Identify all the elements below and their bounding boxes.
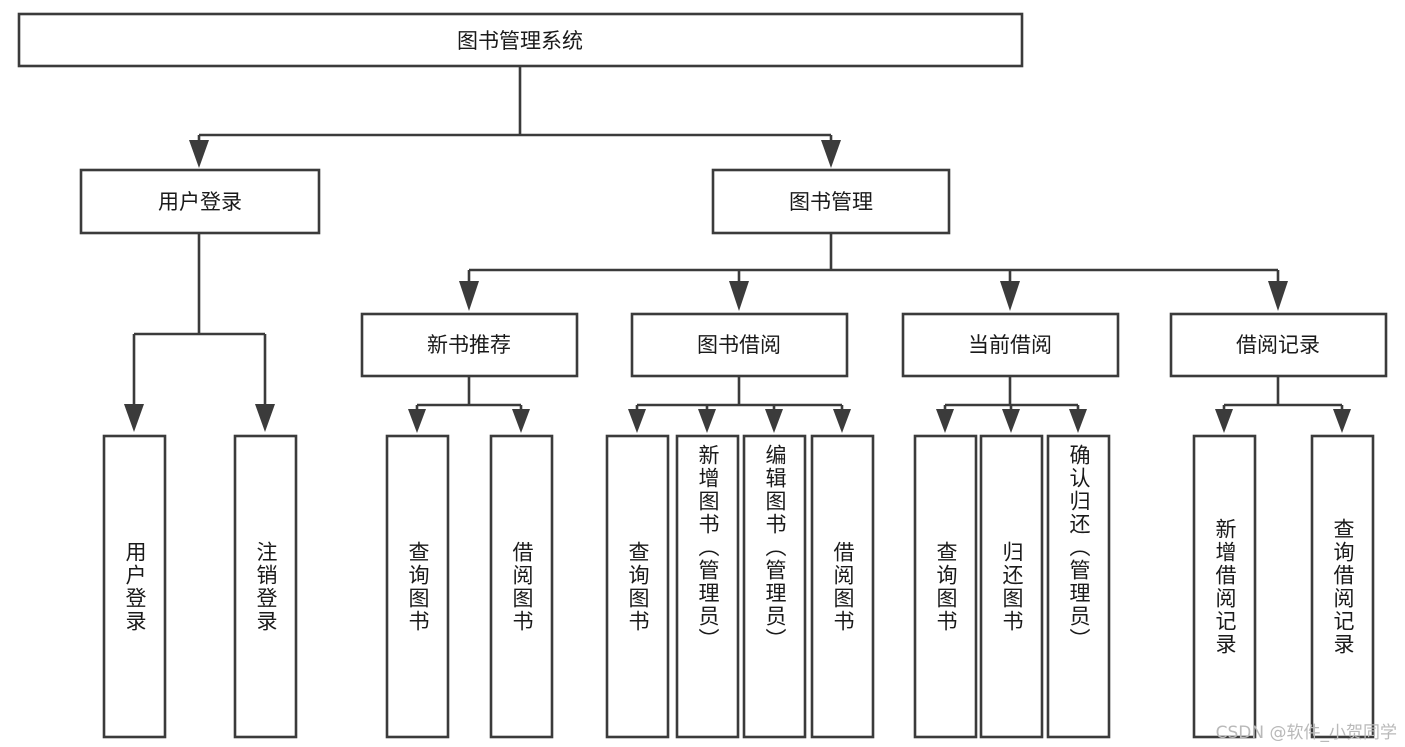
arrowhead-borrow-record	[1268, 281, 1288, 311]
node-box-layer	[17, 12, 1388, 739]
node-borrow-record[interactable]	[1169, 312, 1388, 378]
leaf-box-book-borrow-0[interactable]	[605, 434, 670, 739]
leaf-box-book-borrow-1[interactable]	[675, 434, 740, 739]
node-book-management[interactable]	[711, 168, 951, 235]
arrowhead-br-leaf-1	[1215, 409, 1233, 433]
leaf-box-current-borrow-2[interactable]	[1046, 434, 1111, 739]
label-current-borrow: 当前借阅	[968, 333, 1052, 357]
leaf-box-new-book-0[interactable]	[385, 434, 450, 739]
arrowhead-cb-leaf-1	[936, 409, 954, 433]
arrowhead-bb-leaf-2	[698, 409, 716, 433]
leaf-box-new-book-1[interactable]	[489, 434, 554, 739]
leaf-box-borrow-record-0[interactable]	[1192, 434, 1257, 739]
label-book-management: 图书管理	[789, 190, 873, 214]
horizontal-label-layer: 图书管理系统 用户登录 图书管理 新书推荐 图书借阅 当前借阅 借阅记录	[158, 29, 1320, 357]
arrowhead-cb-leaf-3	[1069, 409, 1087, 433]
connector-layer	[124, 66, 1351, 433]
arrowhead-cb-leaf-2	[1002, 409, 1020, 433]
leaf-box-borrow-record-1[interactable]	[1310, 434, 1375, 739]
leaf-box-book-borrow-3[interactable]	[810, 434, 875, 739]
arrowhead-bb-leaf-1	[628, 409, 646, 433]
arrowhead-br-leaf-2	[1333, 409, 1351, 433]
arrowhead-bb-leaf-4	[833, 409, 851, 433]
arrowhead-book-borrow	[729, 281, 749, 311]
label-root-system: 图书管理系统	[457, 29, 583, 53]
label-book-borrow: 图书借阅	[697, 333, 781, 357]
label-borrow-record: 借阅记录	[1236, 333, 1320, 357]
leaf-box-book-borrow-2[interactable]	[742, 434, 807, 739]
arrowhead-user-login	[189, 140, 209, 168]
arrowhead-nb-leaf-2	[512, 409, 530, 433]
arrowhead-current-borrow	[1000, 281, 1020, 311]
node-root-system[interactable]	[17, 12, 1024, 68]
leaf-box-user-login-1[interactable]	[233, 434, 298, 739]
node-book-borrow[interactable]	[630, 312, 849, 378]
leaf-box-current-borrow-0[interactable]	[913, 434, 978, 739]
arrowhead-new-book-recommend	[459, 281, 479, 311]
leaf-box-current-borrow-1[interactable]	[979, 434, 1044, 739]
arrowhead-leaf-user-login	[124, 404, 144, 432]
arrowhead-leaf-logout	[255, 404, 275, 432]
leaf-box-user-login-0[interactable]	[102, 434, 167, 739]
arrowhead-bb-leaf-3	[765, 409, 783, 433]
node-current-borrow[interactable]	[901, 312, 1120, 378]
arrowhead-book-mgmt	[821, 140, 841, 168]
node-new-book-recommend[interactable]	[360, 312, 579, 378]
label-new-book-recommend: 新书推荐	[427, 333, 511, 357]
node-user-login[interactable]	[79, 168, 321, 235]
label-user-login: 用户登录	[158, 190, 242, 214]
arrowhead-nb-leaf-1	[408, 409, 426, 433]
